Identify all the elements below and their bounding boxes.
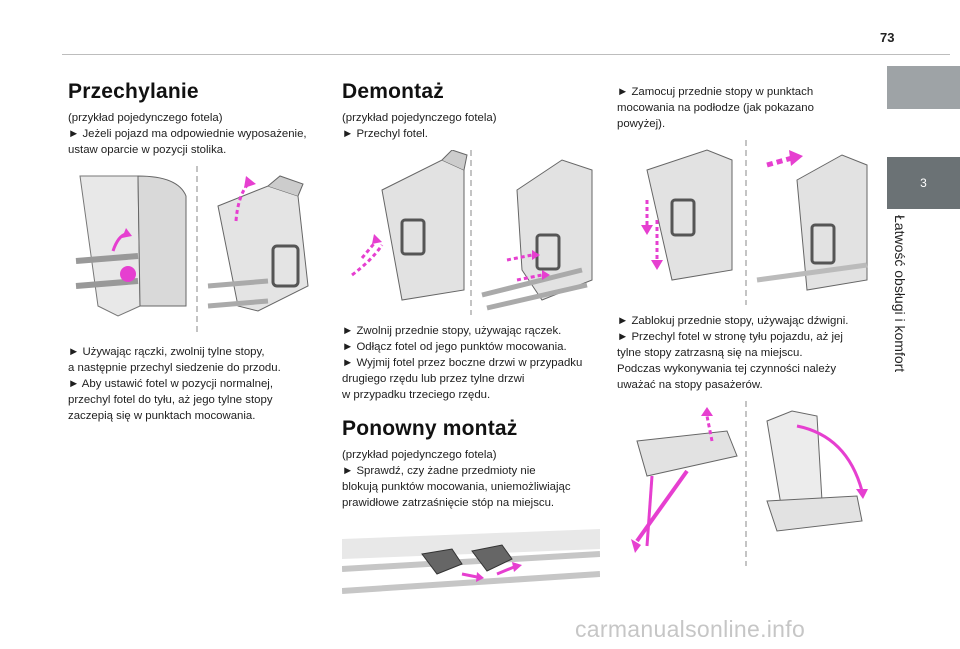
paragraph-tilting-intro: (przykład pojedynczego fotela) ► Jeżeli … [68, 110, 330, 158]
paragraph-tilting-steps: ► Używając rączki, zwolnij tylne stopy, … [68, 344, 330, 424]
chapter-side-tabs [887, 66, 960, 112]
line: prawidłowe zatrzaśnięcie stóp na miejscu… [342, 497, 555, 509]
figure-removal [342, 150, 604, 315]
line: ► Odłącz fotel od jego punktów mocowania… [342, 341, 567, 353]
line: blokują punktów mocowania, uniemożliwiaj… [342, 481, 571, 493]
watermark: carmanualsonline.info [575, 616, 806, 642]
line: zaczepią się w punktach mocowania. [68, 410, 256, 422]
section-title-tilting: Przechylanie [68, 80, 199, 103]
figure-floor-anchors [342, 519, 604, 611]
line: ► Jeżeli pojazd ma odpowiednie wyposażen… [68, 128, 307, 140]
line: ► Zablokuj przednie stopy, używając dźwi… [617, 315, 849, 327]
chapter-tab[interactable]: 3 [887, 157, 960, 209]
figure-tilting-seat [68, 166, 330, 336]
front-feet-illustration [617, 140, 875, 305]
line: (przykład pojedynczego fotela) [342, 112, 497, 124]
line: ► Przechyl fotel w stronę tyłu pojazdu, … [617, 331, 843, 343]
line: ► Aby ustawić fotel w pozycji normalnej, [68, 378, 273, 390]
chapter-title-vertical: Łatwość obsługi i komfort [890, 215, 910, 385]
chapter-title: Łatwość obsługi i komfort [892, 215, 908, 373]
line: (przykład pojedynczego fotela) [342, 449, 497, 461]
chapter-number: 3 [920, 176, 927, 190]
top-rule [62, 54, 950, 55]
line: Podczas wykonywania tej czynności należy [617, 363, 837, 375]
line: uważać na stopy pasażerów. [617, 379, 763, 391]
seat-tilt-illustration [68, 166, 326, 336]
figure-tilt-back [617, 401, 879, 566]
paragraph-fix-front-feet: ► Zamocuj przednie stopy w punktach moco… [617, 84, 879, 132]
side-tab-upper [887, 66, 960, 109]
floor-anchor-illustration [342, 519, 600, 611]
line: mocowania na podłodze (jak pokazano [617, 102, 814, 114]
line: ► Zwolnij przednie stopy, używając rącze… [342, 325, 562, 337]
line: tylne stopy zatrzasną się na miejscu. [617, 347, 803, 359]
section-title-reinstall: Ponowny montaż [342, 417, 518, 440]
line: powyżej). [617, 118, 666, 130]
line: przechyl fotel do tyłu, aż jego tylne st… [68, 394, 273, 406]
seat-removal-illustration [342, 150, 600, 315]
line: drugiego rzędu lub przez tylne drzwi [342, 373, 525, 385]
line: ► Wyjmij fotel przez boczne drzwi w przy… [342, 357, 583, 369]
paragraph-lock-steps: ► Zablokuj przednie stopy, używając dźwi… [617, 313, 879, 393]
column-reinstall-continued: ► Zamocuj przednie stopy w punktach moco… [617, 80, 879, 574]
tilt-back-illustration [617, 401, 875, 566]
paragraph-removal-intro: (przykład pojedynczego fotela) ► Przechy… [342, 110, 604, 142]
line: ► Sprawdź, czy żadne przedmioty nie [342, 465, 536, 477]
paragraph-reinstall: (przykład pojedynczego fotela) ► Sprawdź… [342, 447, 604, 511]
section-title-removal: Demontaż [342, 80, 444, 103]
line: ► Zamocuj przednie stopy w punktach [617, 86, 814, 98]
line: ► Używając rączki, zwolnij tylne stopy, [68, 346, 265, 358]
line: w przypadku trzeciego rzędu. [342, 389, 491, 401]
column-tilting: Przechylanie (przykład pojedynczego fote… [68, 80, 330, 424]
line: (przykład pojedynczego fotela) [68, 112, 223, 124]
paragraph-removal-steps: ► Zwolnij przednie stopy, używając rącze… [342, 323, 604, 403]
line: ustaw oparcie w pozycji stolika. [68, 144, 227, 156]
page-number: 73 [880, 30, 895, 45]
line: a następnie przechyl siedzenie do przodu… [68, 362, 281, 374]
line: ► Przechyl fotel. [342, 128, 428, 140]
column-removal: Demontaż (przykład pojedynczego fotela) … [342, 80, 604, 619]
figure-fix-front-feet [617, 140, 879, 305]
